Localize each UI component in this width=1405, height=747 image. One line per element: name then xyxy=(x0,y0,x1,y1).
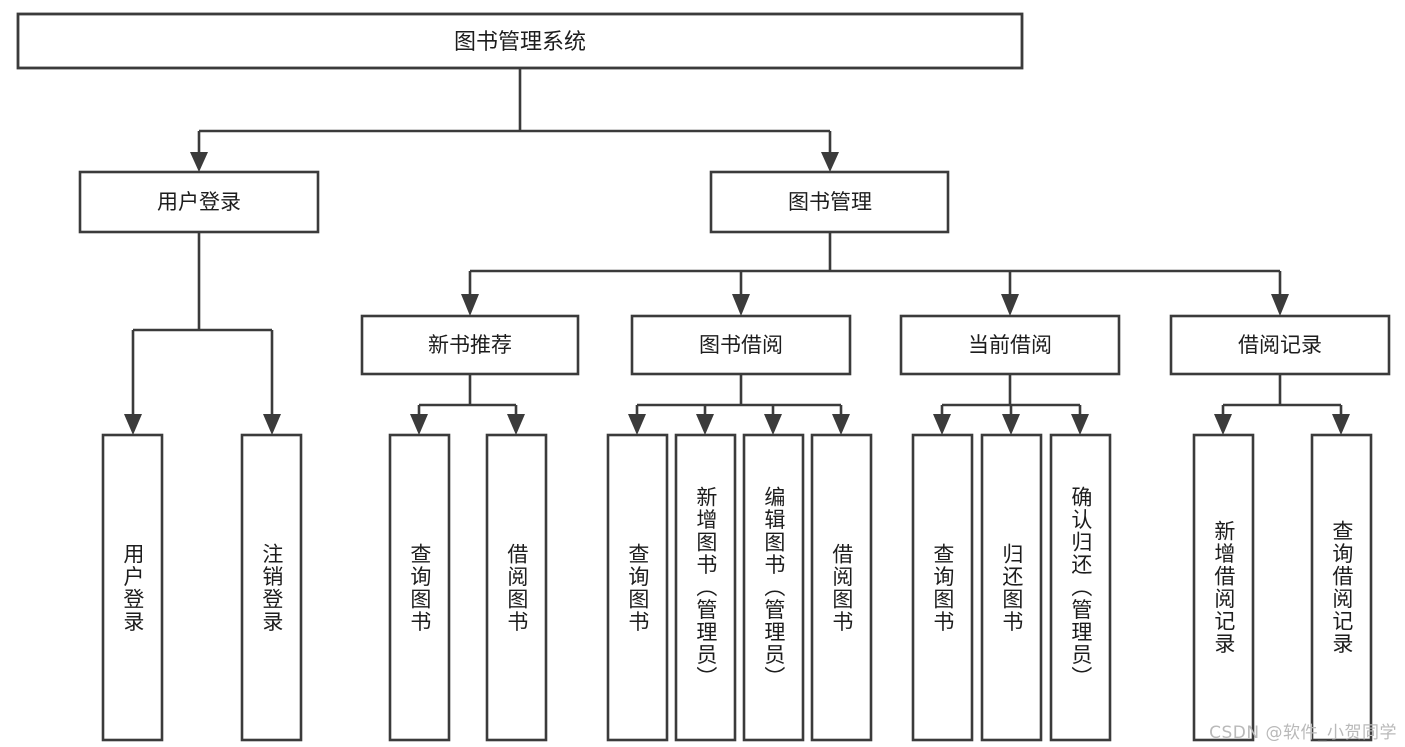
arrow-head-userlogin xyxy=(190,152,208,172)
leaf-edit-book-box[interactable] xyxy=(742,433,805,742)
arrow-head-leaf-borrow-book-rec xyxy=(507,414,525,435)
leaf-query-book-borrow-box[interactable] xyxy=(606,433,669,742)
arrow-head-leaf-query-book-borrow xyxy=(628,414,646,435)
node-root-box[interactable] xyxy=(16,12,1024,70)
leaf-query-record-box[interactable] xyxy=(1310,433,1373,742)
arrow-head-leaf-query-record xyxy=(1332,414,1350,435)
arrow-head-leaf-add-book xyxy=(696,414,714,435)
node-borrow-record-box[interactable] xyxy=(1169,314,1391,376)
node-new-book-rec-label: 新书推荐 xyxy=(428,333,512,357)
leaf-borrow-book-box[interactable] xyxy=(810,433,873,742)
node-book-mgmt-label: 图书管理 xyxy=(788,190,872,214)
arrow-head-leaf-return-book xyxy=(1002,414,1020,435)
node-book-borrow-label: 图书借阅 xyxy=(699,333,783,357)
arrow-head-newbook xyxy=(461,294,479,316)
edge-group-book-borrow xyxy=(628,374,850,435)
arrow-head-borrowrecord xyxy=(1271,294,1289,316)
leaf-borrow-book-rec-box[interactable] xyxy=(485,433,548,742)
node-user-login-box[interactable] xyxy=(78,170,320,234)
node-root[interactable]: 图书管理系统 xyxy=(16,12,1024,70)
node-book-borrow[interactable]: 图书借阅 xyxy=(630,314,852,376)
arrow-head-leaf-confirm-return xyxy=(1071,414,1089,435)
arrow-head-leaf-query-book-cur xyxy=(933,414,951,435)
node-user-login[interactable]: 用户登录 xyxy=(78,170,320,234)
leaf-query-book-rec-box[interactable] xyxy=(388,433,451,742)
watermark: CSDN @软件_小贺同学 xyxy=(1209,723,1397,743)
edge-group-book-mgmt xyxy=(461,232,1289,316)
arrow-head-leaf-logout xyxy=(263,414,281,435)
node-root-label: 图书管理系统 xyxy=(454,30,586,55)
leaf-box-group xyxy=(101,433,1373,742)
arrow-head-leaf-query-book-rec xyxy=(410,414,428,435)
leaf-logout-box[interactable] xyxy=(240,433,303,742)
edge-group-user-login xyxy=(124,232,281,435)
leaf-return-book-box[interactable] xyxy=(980,433,1043,742)
arrow-head-leaf-add-record xyxy=(1214,414,1232,435)
edge-group-root xyxy=(190,68,839,172)
leaf-user-login-box[interactable] xyxy=(101,433,164,742)
node-user-login-label: 用户登录 xyxy=(157,190,241,214)
node-book-mgmt[interactable]: 图书管理 xyxy=(709,170,950,234)
node-book-borrow-box[interactable] xyxy=(630,314,852,376)
arrow-head-bookmgmt xyxy=(821,152,839,172)
edge-group-current-borrow xyxy=(933,374,1089,435)
leaf-add-book-box[interactable] xyxy=(674,433,737,742)
leaf-query-book-cur-box[interactable] xyxy=(911,433,974,742)
node-current-borrow-box[interactable] xyxy=(899,314,1121,376)
arrow-head-currentborrow xyxy=(1001,294,1019,316)
node-current-borrow[interactable]: 当前借阅 xyxy=(899,314,1121,376)
leaf-confirm-return-box[interactable] xyxy=(1049,433,1112,742)
arrow-head-leaf-user-login xyxy=(124,414,142,435)
edge-group-borrow-record xyxy=(1214,374,1350,435)
arrow-head-leaf-borrow-book xyxy=(832,414,850,435)
arrow-head-leaf-edit-book xyxy=(764,414,782,435)
node-borrow-record-label: 借阅记录 xyxy=(1238,333,1322,357)
node-current-borrow-label: 当前借阅 xyxy=(968,333,1052,357)
node-borrow-record[interactable]: 借阅记录 xyxy=(1169,314,1391,376)
edge-group-new-book-rec xyxy=(410,374,525,435)
node-new-book-rec[interactable]: 新书推荐 xyxy=(360,314,580,376)
node-new-book-rec-box[interactable] xyxy=(360,314,580,376)
arrow-head-bookborrow xyxy=(732,294,750,316)
leaf-add-record-box[interactable] xyxy=(1192,433,1255,742)
node-book-mgmt-box[interactable] xyxy=(709,170,950,234)
